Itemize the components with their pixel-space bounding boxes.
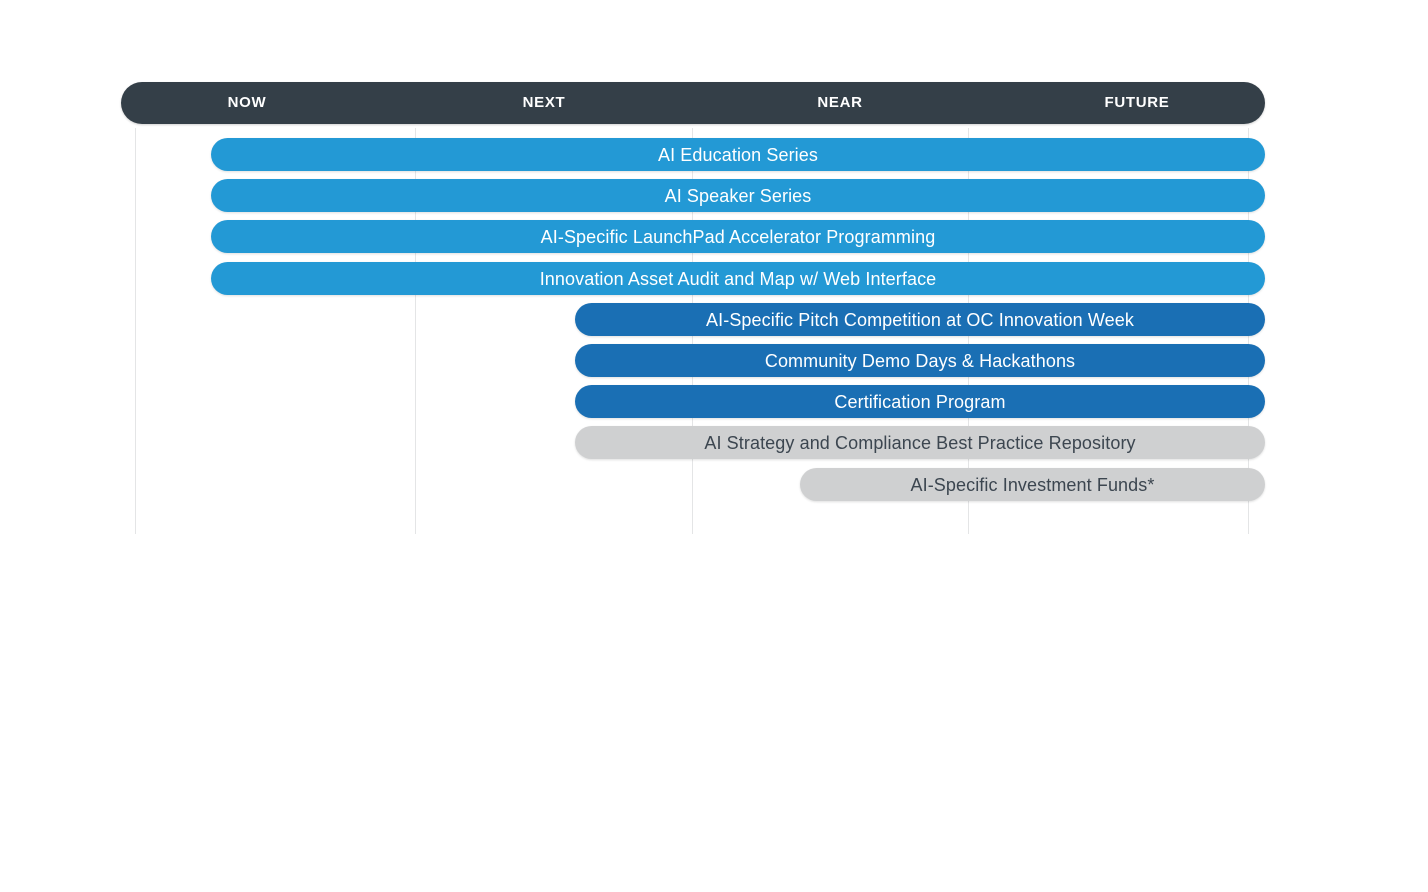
- roadmap-bar-label: Community Demo Days & Hackathons: [764, 350, 1076, 371]
- roadmap-bar[interactable]: Innovation Asset Audit and Map w/ Web In…: [211, 262, 1265, 295]
- roadmap-bar[interactable]: AI Strategy and Compliance Best Practice…: [575, 426, 1265, 459]
- timeline-header-bar: NOW NEXT NEAR FUTURE: [121, 82, 1265, 124]
- roadmap-bar-label: AI-Specific Investment Funds*: [910, 474, 1155, 495]
- header-column-now: NOW: [227, 94, 267, 111]
- roadmap-bar[interactable]: Community Demo Days & Hackathons: [575, 344, 1265, 377]
- roadmap-bar[interactable]: AI-Specific Pitch Competition at OC Inno…: [575, 303, 1265, 336]
- roadmap-bar-label: Certification Program: [834, 391, 1006, 412]
- roadmap-bar-label: AI-Specific LaunchPad Accelerator Progra…: [540, 226, 936, 247]
- roadmap-bar[interactable]: AI-Specific LaunchPad Accelerator Progra…: [211, 220, 1265, 253]
- roadmap-bar[interactable]: AI Education Series: [211, 138, 1265, 171]
- roadmap-bar-label: AI Strategy and Compliance Best Practice…: [704, 432, 1136, 453]
- roadmap-bar[interactable]: Certification Program: [575, 385, 1265, 418]
- header-column-next: NEXT: [522, 94, 566, 111]
- header-column-future: FUTURE: [1104, 94, 1170, 111]
- roadmap-bar[interactable]: AI Speaker Series: [211, 179, 1265, 212]
- roadmap-bar-label: AI-Specific Pitch Competition at OC Inno…: [706, 309, 1134, 330]
- roadmap-bar-label: Innovation Asset Audit and Map w/ Web In…: [539, 268, 937, 289]
- roadmap-bar-label: AI Education Series: [658, 144, 818, 165]
- roadmap-bar-label: AI Speaker Series: [664, 185, 812, 206]
- roadmap-bar[interactable]: AI-Specific Investment Funds*: [800, 468, 1265, 501]
- header-column-near: NEAR: [817, 94, 863, 111]
